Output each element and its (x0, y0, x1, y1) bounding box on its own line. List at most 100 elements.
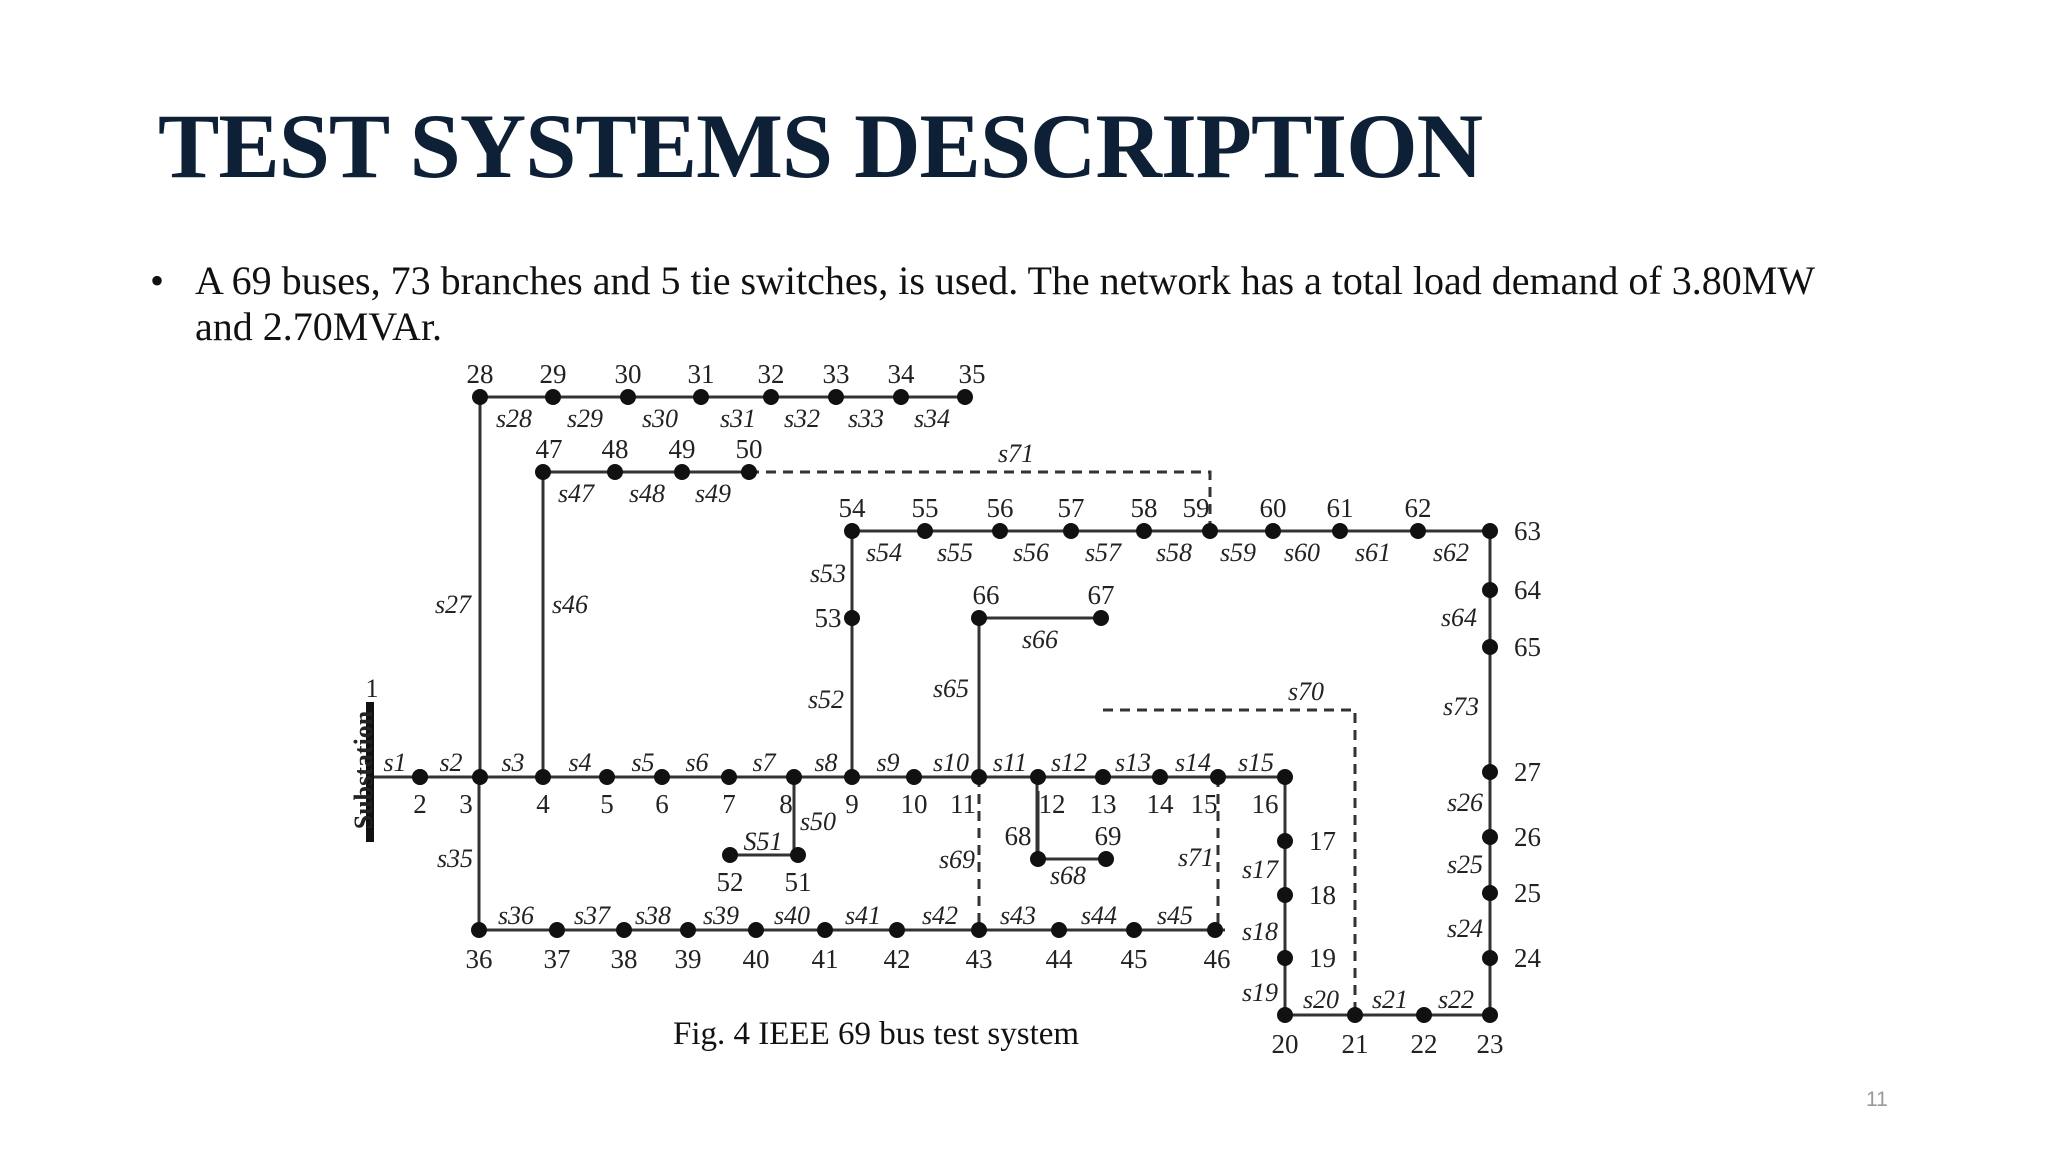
section-label: s21 (1372, 985, 1408, 1014)
branch-line (541, 470, 749, 777)
bus-node (1482, 639, 1498, 655)
tie-switch-label: s71 (998, 439, 1034, 468)
bus-label: 6 (655, 789, 669, 819)
bus-label: 23 (1477, 1029, 1504, 1059)
substation-label: Substation (349, 710, 378, 829)
bus-label: 65 (1514, 632, 1541, 662)
section-label: s31 (720, 404, 756, 433)
bus-label: 49 (669, 434, 696, 464)
bus-node (599, 769, 615, 785)
bus-label: 12 (1039, 789, 1066, 819)
bus-node (471, 922, 487, 938)
slide-title: TEST SYSTEMS DESCRIPTION (158, 95, 1483, 197)
section-label: s8 (814, 748, 837, 777)
section-label: s41 (845, 901, 881, 930)
bus-label: 51 (785, 867, 812, 897)
bus-node (741, 464, 757, 480)
bus-node (1030, 769, 1046, 785)
section-label: s40 (774, 901, 810, 930)
section-label: s2 (439, 748, 462, 777)
bus-label: 18 (1309, 880, 1336, 910)
section-label: s58 (1156, 538, 1192, 567)
bus-node (971, 922, 987, 938)
section-label: s38 (635, 901, 671, 930)
bus-label: 27 (1514, 757, 1541, 787)
bus-label: 58 (1131, 493, 1158, 523)
section-label: s60 (1284, 538, 1320, 567)
bus-node (472, 769, 488, 785)
bus-node (1482, 764, 1498, 780)
bus-node (1207, 922, 1223, 938)
section-label: s29 (567, 404, 603, 433)
tie-switch-label: s73 (1443, 692, 1479, 721)
bus-node (1277, 950, 1293, 966)
bus-label: 34 (888, 359, 916, 389)
tie-switch-label: s71 (1178, 843, 1214, 872)
bus-label: 60 (1260, 493, 1287, 523)
tie-switch-labels: s69 s70 s71 s71 s73 (939, 439, 1479, 874)
section-label: s28 (496, 404, 532, 433)
section-label: s17 (1242, 855, 1279, 884)
bus-label: 9 (845, 789, 859, 819)
bus-label: 53 (815, 603, 842, 633)
bus-node (674, 464, 690, 480)
bus-node (906, 769, 922, 785)
bus-node (1093, 610, 1109, 626)
bus-label: 62 (1405, 493, 1432, 523)
bus-label: 20 (1272, 1029, 1299, 1059)
bus-node (1416, 1007, 1432, 1023)
section-label: S51 (744, 827, 783, 856)
bus-node (748, 922, 764, 938)
bus-node (472, 389, 488, 405)
bus-node (1347, 1007, 1363, 1023)
section-label: s14 (1175, 748, 1211, 777)
bus-label: 59 (1183, 493, 1210, 523)
bus-label: 2 (413, 789, 427, 819)
section-label: s56 (1013, 538, 1049, 567)
bus-label: 52 (717, 867, 744, 897)
tie-switch-label: s70 (1288, 677, 1324, 706)
bus-label: 10 (901, 789, 928, 819)
bus-node (1152, 769, 1168, 785)
bus-nodes (412, 389, 1498, 1023)
section-label: s66 (1022, 625, 1058, 654)
bus-label: 67 (1088, 580, 1115, 610)
bus-node (412, 769, 428, 785)
tie-switch-label: s69 (939, 845, 975, 874)
bus-label: 61 (1327, 493, 1354, 523)
section-label: s25 (1447, 850, 1483, 879)
bus-label: 39 (675, 944, 702, 974)
bus-node (1126, 922, 1142, 938)
bus-node (535, 464, 551, 480)
bus-node (1095, 769, 1111, 785)
bus-node (545, 389, 561, 405)
bus-label: 19 (1309, 943, 1336, 973)
section-label: s47 (558, 479, 595, 508)
bus-label: 21 (1342, 1029, 1369, 1059)
bus-node (844, 610, 860, 626)
section-label: s59 (1220, 538, 1256, 567)
bus-label: 63 (1514, 516, 1541, 546)
bus-label: 55 (912, 493, 939, 523)
bus-label: 37 (544, 944, 571, 974)
section-label: s68 (1050, 861, 1086, 890)
section-label: s57 (1085, 538, 1122, 567)
section-label: s37 (574, 901, 611, 930)
bus-label: 69 (1095, 821, 1122, 851)
section-label: s30 (642, 404, 678, 433)
bus-node (654, 769, 670, 785)
bus-label: 8 (779, 789, 793, 819)
section-label: s33 (848, 404, 884, 433)
section-label: s11 (993, 748, 1027, 777)
bus-label: 40 (743, 944, 770, 974)
bus-node (1482, 1007, 1498, 1023)
bus-node (1210, 769, 1226, 785)
tie-switch-lines (749, 470, 1492, 1015)
section-label: s9 (876, 748, 899, 777)
bus-node (549, 922, 565, 938)
bus-label: 56 (987, 493, 1014, 523)
bus-node (1136, 523, 1152, 539)
